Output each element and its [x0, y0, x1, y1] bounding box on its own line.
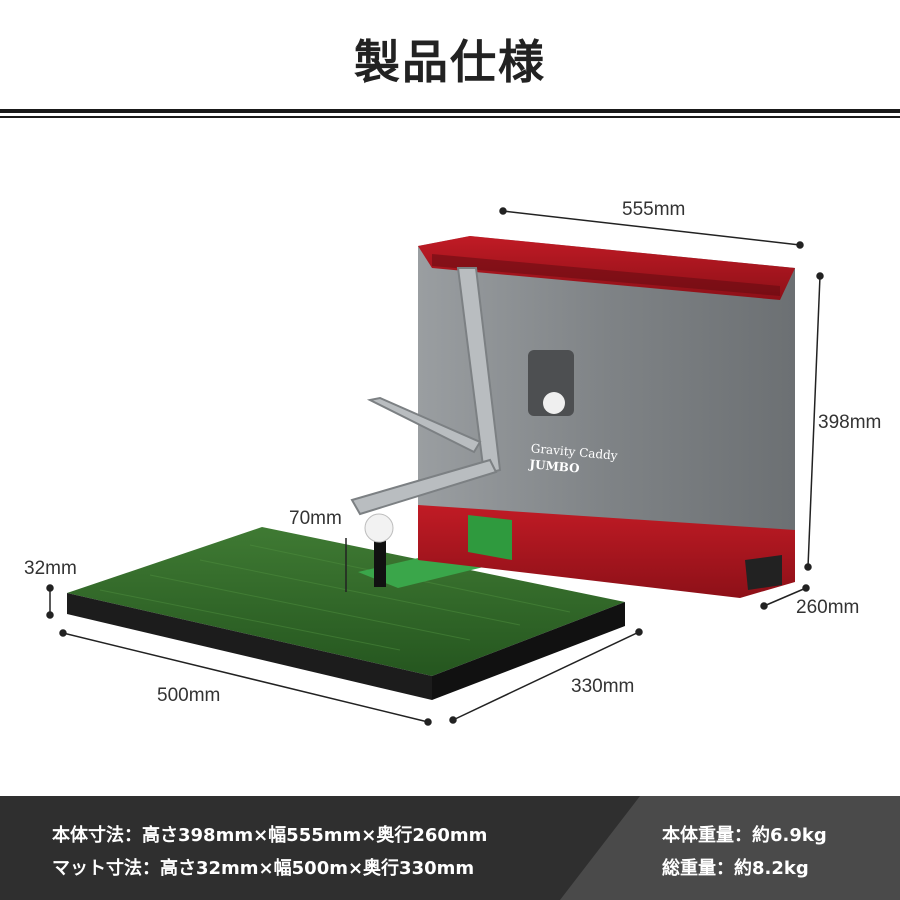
depth-dimension-label: 260mm [796, 597, 860, 618]
mat-turf [67, 527, 625, 676]
spec-body-weight: 本体重量：約6.9kg [662, 825, 827, 846]
dimension-lines [46, 207, 824, 726]
spec-bar: 本体寸法：高さ398mm×幅555mm×奥行260mm マット寸法：高さ32mm… [0, 796, 900, 900]
golf-tee [364, 513, 394, 587]
caddy-body [418, 236, 795, 598]
product-drawing [46, 207, 824, 726]
title-divider-thin [0, 116, 900, 118]
mat-thickness-label: 32mm [24, 558, 77, 579]
page-title: 製品仕様 [354, 35, 546, 89]
spec-body-size: 本体寸法：高さ398mm×幅555mm×奥行260mm [52, 825, 488, 846]
height-dimension-label: 398mm [818, 412, 882, 433]
title-divider [0, 109, 900, 113]
golf-mat [67, 527, 625, 700]
mat-base-front [67, 593, 432, 700]
spec-mat-size: マット寸法：高さ32mm×幅500m×奥行330mm [52, 858, 475, 879]
spec-total-weight: 総重量：約8.2kg [662, 858, 809, 879]
width-dimension-label: 555mm [622, 199, 686, 220]
mat-base-side [432, 602, 625, 700]
mat-depth-label: 330mm [571, 676, 635, 697]
lift-arm [350, 267, 502, 516]
mat-width-label: 500mm [157, 685, 221, 706]
tee-height-label: 70mm [289, 508, 342, 529]
spec-bar-left-panel [0, 796, 640, 900]
product-illustration [0, 150, 900, 790]
